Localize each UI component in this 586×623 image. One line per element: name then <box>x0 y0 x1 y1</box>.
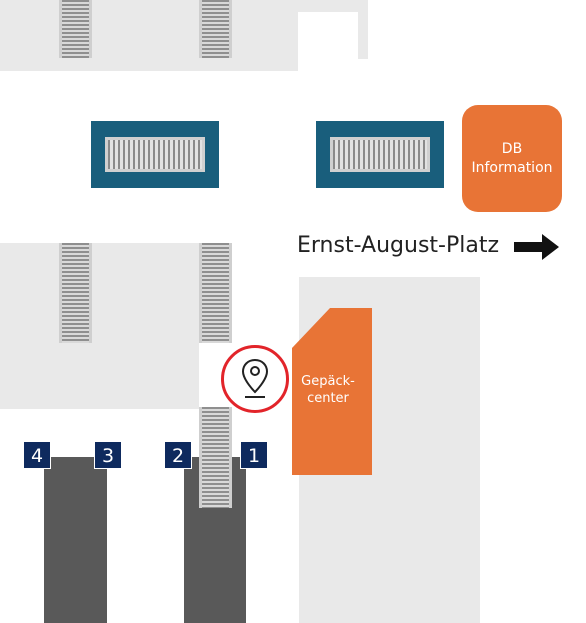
location-marker[interactable] <box>221 345 289 413</box>
stairs-icon <box>59 243 92 343</box>
arrow-right-icon <box>514 234 559 260</box>
location-pin-icon <box>241 358 269 398</box>
track-badge-1[interactable]: 1 <box>240 441 268 469</box>
escalator-icon <box>105 137 205 172</box>
luggage-center-shape[interactable] <box>292 308 373 476</box>
db-information-line2: Information <box>471 159 553 176</box>
top-hall-block <box>0 0 298 71</box>
luggage-center-label: Gepäck- center <box>292 373 364 407</box>
escalator-icon <box>330 137 430 172</box>
stairs-icon <box>199 243 232 343</box>
top-hall-block-narrow <box>298 0 358 12</box>
stairs-icon <box>199 407 232 508</box>
stairs-icon <box>59 0 92 58</box>
platform-tracks-3-4 <box>44 457 107 623</box>
middle-hall-block-lower <box>0 343 199 409</box>
db-information-line1: DB <box>501 140 523 157</box>
escalator-right <box>316 121 444 188</box>
track-badge-3[interactable]: 3 <box>94 441 122 469</box>
escalator-left <box>91 121 219 188</box>
top-hall-block-right <box>358 0 368 59</box>
track-badge-4[interactable]: 4 <box>23 441 51 469</box>
db-information-box[interactable]: DB Information <box>462 105 562 212</box>
street-label: Ernst-August-Platz <box>297 233 500 258</box>
track-badge-2[interactable]: 2 <box>164 441 192 469</box>
middle-hall-block <box>0 243 231 343</box>
luggage-center-line2: center <box>307 391 349 406</box>
luggage-center-line1: Gepäck- <box>301 374 355 389</box>
stairs-icon <box>199 0 232 58</box>
